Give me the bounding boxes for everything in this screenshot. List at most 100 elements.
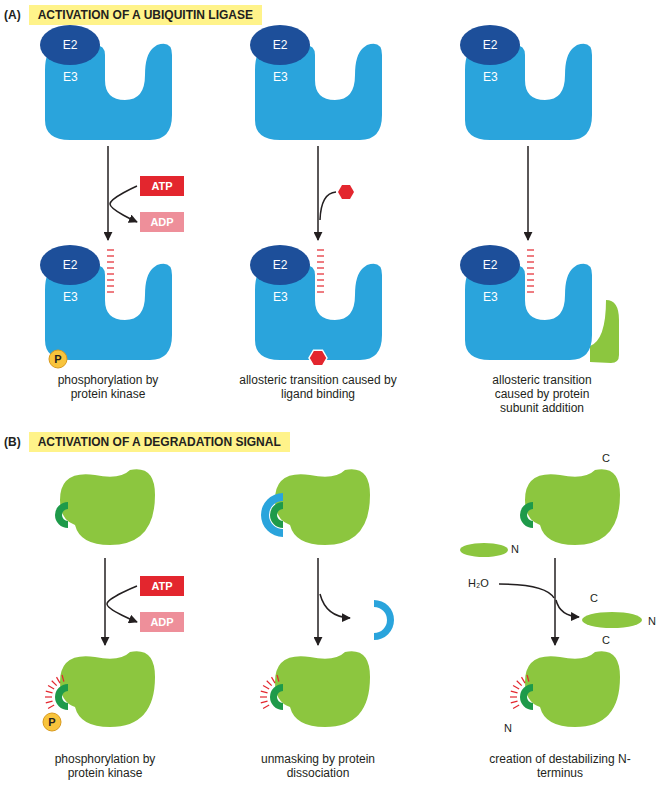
activation-tick bbox=[45, 696, 52, 697]
node-text: ADP bbox=[150, 616, 173, 628]
terminus-letter: C bbox=[590, 592, 598, 605]
illustration-part bbox=[250, 25, 310, 65]
node-text: (B) bbox=[4, 435, 21, 449]
degron bbox=[55, 684, 68, 710]
terminus-letter: C bbox=[602, 452, 610, 465]
caption: creation of destabilizing N-terminus bbox=[484, 752, 636, 780]
activation-tick bbox=[513, 705, 519, 709]
activation-tick bbox=[522, 677, 526, 683]
masking-protein bbox=[261, 493, 283, 537]
activation-tick bbox=[261, 701, 268, 703]
node-text: E2 bbox=[63, 258, 78, 272]
activation-tick bbox=[527, 249, 534, 250]
node-text: E3 bbox=[63, 290, 78, 304]
reaction-arrow bbox=[317, 146, 319, 240]
activation-tick bbox=[317, 255, 324, 256]
activation-tick bbox=[263, 705, 269, 709]
degron bbox=[520, 684, 533, 710]
e2-enzyme: E2 bbox=[460, 25, 520, 65]
node-text: P bbox=[48, 716, 55, 728]
node-text: E3 bbox=[273, 290, 288, 304]
terminus-letter: N bbox=[648, 615, 656, 628]
node-text: E2 bbox=[483, 258, 498, 272]
target-protein bbox=[60, 651, 155, 727]
heading-text: ACTIVATION OF A DEGRADATION SIGNAL bbox=[29, 432, 290, 452]
illustration-part bbox=[140, 576, 184, 596]
activation-tick bbox=[317, 279, 324, 280]
activation-tick bbox=[46, 701, 53, 703]
ligand bbox=[338, 185, 354, 199]
illustration-part bbox=[140, 212, 184, 232]
protein-segment bbox=[460, 543, 508, 557]
node-text: ATP bbox=[151, 180, 172, 192]
activation-tick bbox=[527, 255, 534, 256]
illustration-part bbox=[140, 176, 184, 196]
activation-tick bbox=[62, 675, 64, 682]
activation-tick bbox=[510, 696, 517, 697]
e2-enzyme: E2 bbox=[40, 245, 100, 285]
released-masking-protein bbox=[374, 600, 394, 640]
activation-tick bbox=[107, 249, 114, 250]
activation-tick bbox=[511, 691, 518, 693]
terminus-letter: N bbox=[504, 722, 512, 735]
node-text: P bbox=[54, 353, 61, 365]
activation-tick bbox=[513, 686, 519, 690]
activation-tick bbox=[517, 681, 522, 686]
activation-tick bbox=[52, 681, 57, 686]
illustration-part bbox=[465, 44, 592, 140]
illustration-part bbox=[460, 245, 520, 285]
illustration-part bbox=[49, 350, 67, 368]
illustration-part bbox=[40, 245, 100, 285]
e2-enzyme: E2 bbox=[40, 25, 100, 65]
water-arrow bbox=[499, 584, 554, 598]
node-text: E2 bbox=[63, 38, 78, 52]
activation-tick bbox=[527, 285, 534, 286]
activation-tick bbox=[107, 267, 114, 268]
cleaved-fragment bbox=[582, 612, 642, 628]
target-protein bbox=[60, 469, 155, 545]
reaction-arrow bbox=[527, 146, 529, 240]
activation-tick bbox=[511, 701, 518, 703]
e2-enzyme: E2 bbox=[250, 25, 310, 65]
caption: allosteric transition caused by ligand b… bbox=[233, 373, 403, 401]
activation-tick bbox=[263, 686, 269, 690]
atp-box: ATP bbox=[140, 176, 184, 196]
node-text: ADP bbox=[150, 216, 173, 228]
reaction-arrow bbox=[107, 586, 137, 622]
activation-tick bbox=[107, 255, 114, 256]
illustration-part bbox=[255, 44, 382, 140]
node-text: E3 bbox=[273, 70, 288, 84]
panel-heading: (A)ACTIVATION OF A UBIQUITIN LIGASE bbox=[4, 5, 262, 25]
illustration-part bbox=[43, 713, 61, 731]
caption: allosteric transition caused by protein … bbox=[481, 373, 603, 415]
degron bbox=[520, 502, 533, 528]
node-text: (A) bbox=[4, 8, 21, 22]
illustration-part bbox=[250, 245, 310, 285]
activation-tick bbox=[527, 675, 529, 682]
activation-tick bbox=[527, 267, 534, 268]
ligand-arrow bbox=[320, 192, 336, 220]
caption: unmasking by protein dissociation bbox=[256, 752, 380, 780]
atp-box: ATP bbox=[140, 576, 184, 596]
target-protein bbox=[275, 469, 370, 545]
illustration-part bbox=[45, 44, 172, 140]
node-text: ATP bbox=[151, 580, 172, 592]
protein-subunit bbox=[590, 300, 619, 363]
e2-enzyme: E2 bbox=[250, 245, 310, 285]
activation-tick bbox=[260, 696, 267, 697]
adp-box: ADP bbox=[140, 612, 184, 632]
target-protein bbox=[275, 651, 370, 727]
activation-tick bbox=[317, 261, 324, 262]
activation-tick bbox=[527, 261, 534, 262]
activation-tick bbox=[107, 261, 114, 262]
activation-tick bbox=[527, 291, 534, 292]
node-text: E2 bbox=[273, 258, 288, 272]
activation-tick bbox=[527, 273, 534, 274]
reaction-arrow bbox=[317, 558, 319, 645]
activation-tick bbox=[317, 267, 324, 268]
illustration-part bbox=[255, 264, 382, 360]
activation-tick bbox=[261, 691, 268, 693]
illustration-part bbox=[460, 25, 520, 65]
reaction-arrow bbox=[110, 186, 137, 222]
